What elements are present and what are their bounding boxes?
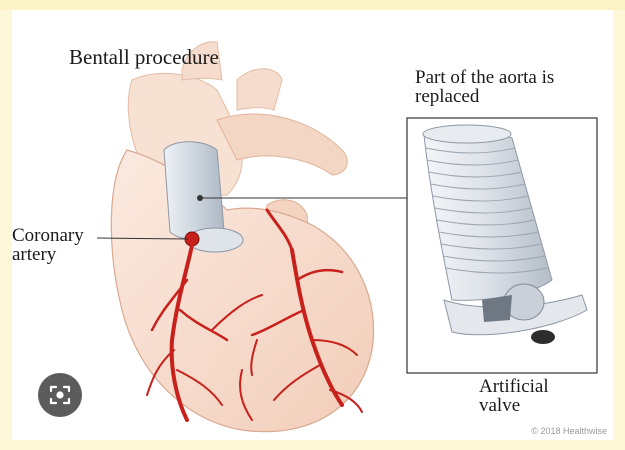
coronary-label-line2: artery bbox=[12, 245, 84, 264]
diagram-title: Bentall procedure bbox=[69, 47, 219, 68]
coronary-artery-label: Coronary artery bbox=[12, 226, 84, 264]
top-strip bbox=[0, 0, 625, 10]
valve-label-line1: Artificial bbox=[479, 377, 549, 396]
valve-label-line2: valve bbox=[479, 396, 549, 415]
copyright-watermark: © 2018 Healthwise bbox=[531, 427, 607, 436]
image-search-button[interactable] bbox=[38, 373, 82, 417]
artificial-valve-label: Artificial valve bbox=[479, 377, 549, 415]
aorta-caption: Part of the aorta is replaced bbox=[415, 68, 613, 106]
aorta-caption-line2: replaced bbox=[415, 87, 613, 106]
diagram-frame: Bentall procedure Part of the aorta is r… bbox=[12, 10, 613, 440]
aorta-caption-line1: Part of the aorta is bbox=[415, 68, 613, 87]
image-search-icon bbox=[48, 383, 72, 407]
coronary-label-line1: Coronary bbox=[12, 226, 84, 245]
